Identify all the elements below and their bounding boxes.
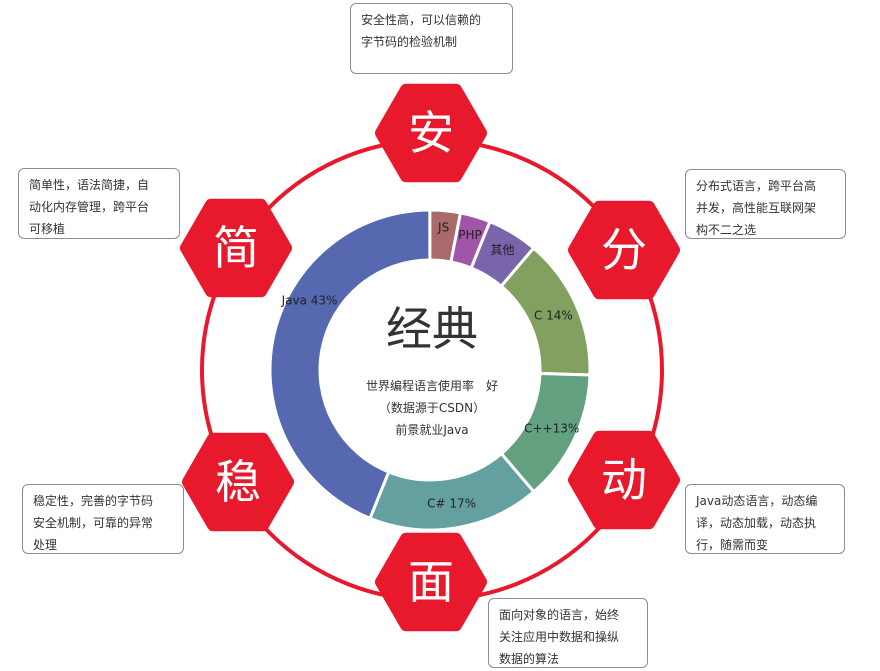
callout-wen-line-2: 安全机制，可靠的异常 [33, 516, 154, 530]
callout-wen-line-3: 处理 [33, 538, 58, 552]
callout-fen-line-2: 并发，高性能互联网架 [696, 201, 817, 215]
callout-jian-line-1: 简单性，语法简捷，自 [29, 178, 150, 192]
center-line-3: 前景就业Java [395, 422, 468, 437]
hexagon-mian [375, 532, 487, 632]
center-line-1: 世界编程语言使用率 好 [366, 378, 498, 393]
donut-label-2: PHP [458, 228, 482, 242]
language-usage-donut: Java 43% JS PHP 其他 C 14% C++13% C# 17% [268, 208, 592, 532]
callout-mian: 面向对象的语言，始终 关注应用中数据和操纵 数据的算法 [488, 598, 648, 668]
callout-fen: 分布式语言，跨平台高 并发，高性能互联网架 构不二之选 [685, 169, 846, 239]
callout-an-line-2: 字节码的检验机制 [361, 35, 458, 49]
callout-mian-line-1: 面向对象的语言，始终 [499, 608, 620, 622]
donut-label-1: JS [437, 221, 449, 235]
center-title: 经典 [386, 302, 478, 356]
hexagon-label-an: 安 [408, 106, 454, 160]
donut-label-0: Java 43% [281, 294, 338, 308]
hexagon-jian [180, 198, 292, 298]
callout-fen-line-1: 分布式语言，跨平台高 [696, 179, 817, 193]
callout-wen: 稳定性，完善的字节码 安全机制，可靠的异常 处理 [22, 484, 184, 554]
callout-dong-line-1: Java动态语言，动态编 [696, 494, 818, 508]
callout-dong: Java动态语言，动态编 译，动态加载，动态执 行，随需而变 [685, 484, 845, 554]
callout-dong-line-3: 行，随需而变 [696, 538, 769, 552]
callout-mian-line-2: 关注应用中数据和操纵 [499, 630, 620, 644]
hexagon-dong [568, 430, 680, 530]
callout-wen-line-1: 稳定性，完善的字节码 [33, 494, 154, 508]
hexagon-label-mian: 面 [408, 555, 454, 609]
hexagon-label-wen: 稳 [215, 455, 261, 509]
callout-fen-line-3: 构不二之选 [696, 223, 757, 237]
hexagon-fen [568, 200, 680, 300]
callout-mian-line-3: 数据的算法 [499, 652, 560, 666]
donut-label-4: C 14% [534, 308, 573, 322]
callout-dong-line-2: 译，动态加载，动态执 [696, 516, 817, 530]
donut-label-3: 其他 [490, 243, 514, 257]
callout-jian-line-3: 可移植 [29, 222, 66, 236]
callout-an-line-1: 安全性高，可以信赖的 [361, 13, 482, 27]
center-line-2: （数据源于CSDN） [379, 400, 485, 415]
donut-slice-0 [268, 208, 432, 521]
donut-label-5: C++13% [524, 421, 579, 435]
hexagon-label-jian: 简 [213, 221, 259, 275]
hexagon-label-dong: 动 [601, 453, 647, 507]
donut-slice-6 [368, 451, 536, 532]
donut-label-6: C# 17% [427, 496, 476, 510]
callout-jian: 简单性，语法简捷，自 动化内存管理，跨平台 可移植 [18, 168, 180, 239]
hexagon-label-fen: 分 [601, 223, 647, 277]
hexagon-wen [182, 432, 294, 532]
callout-an: 安全性高，可以信赖的 字节码的检验机制 [350, 3, 513, 74]
callout-jian-line-2: 动化内存管理，跨平台 [29, 200, 150, 214]
hexagon-an [375, 83, 487, 183]
